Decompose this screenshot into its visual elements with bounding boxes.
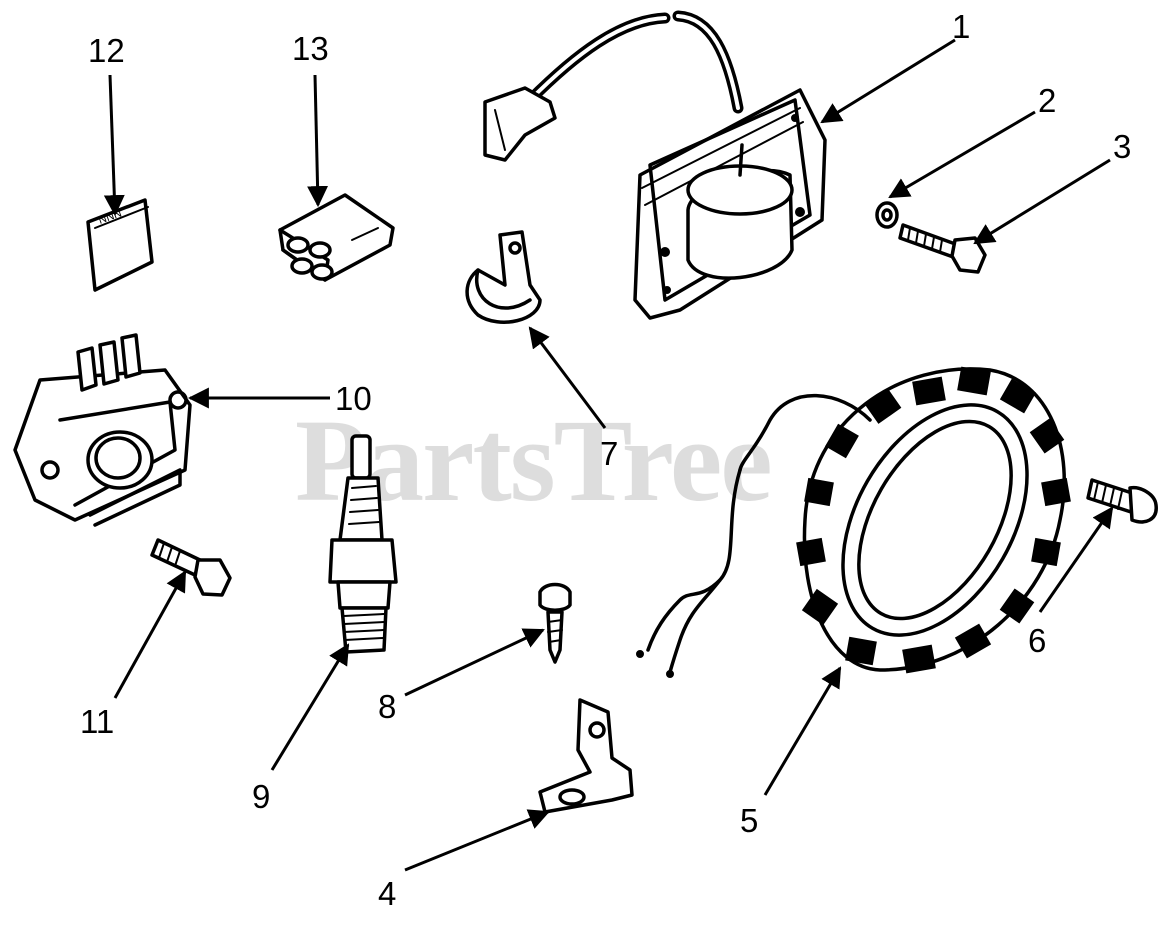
callout-3: 3 <box>1113 128 1131 165</box>
callout-8: 8 <box>378 688 396 725</box>
callout-13: 13 <box>292 30 329 67</box>
leader-11 <box>113 570 187 699</box>
leader-13 <box>307 74 329 208</box>
part-connector-12[interactable]: NNN <box>86 198 154 292</box>
leader-3 <box>973 158 1111 245</box>
leader-4 <box>404 809 550 872</box>
callout-labels: 1 2 3 4 5 6 7 8 9 10 11 12 13 <box>80 8 1131 912</box>
part-connector-13[interactable] <box>278 193 395 282</box>
leader-9 <box>270 643 350 771</box>
leader-5 <box>763 666 842 796</box>
leader-12 <box>103 74 125 217</box>
callout-5: 5 <box>740 802 758 839</box>
callout-9: 9 <box>252 778 270 815</box>
part-stator[interactable] <box>636 366 1071 678</box>
callout-7: 7 <box>600 435 618 472</box>
leader-7 <box>528 326 607 429</box>
part-clamp[interactable] <box>465 230 542 324</box>
callout-11: 11 <box>80 703 114 740</box>
callout-4: 4 <box>378 875 396 912</box>
callout-12: 12 <box>88 32 125 69</box>
part-hex-bolt-11[interactable] <box>150 538 232 597</box>
part-bracket[interactable] <box>538 698 634 814</box>
callout-1: 1 <box>952 8 970 45</box>
part-hex-bolt-3[interactable] <box>898 223 987 274</box>
leader-2 <box>888 110 1036 199</box>
part-bolt-6[interactable] <box>1086 478 1158 524</box>
part-ignition-coil[interactable] <box>483 10 827 320</box>
leader-6 <box>1038 506 1114 613</box>
part-screw-8[interactable] <box>538 582 572 664</box>
callout-6: 6 <box>1028 622 1046 659</box>
callout-10: 10 <box>335 380 372 417</box>
part-washer[interactable] <box>875 201 899 229</box>
leader-lines <box>103 38 1114 872</box>
part-regulator[interactable] <box>13 333 192 527</box>
leader-8 <box>404 628 545 697</box>
part-spark-plug[interactable] <box>328 434 398 654</box>
callout-2: 2 <box>1038 82 1056 119</box>
leader-1 <box>820 38 956 124</box>
